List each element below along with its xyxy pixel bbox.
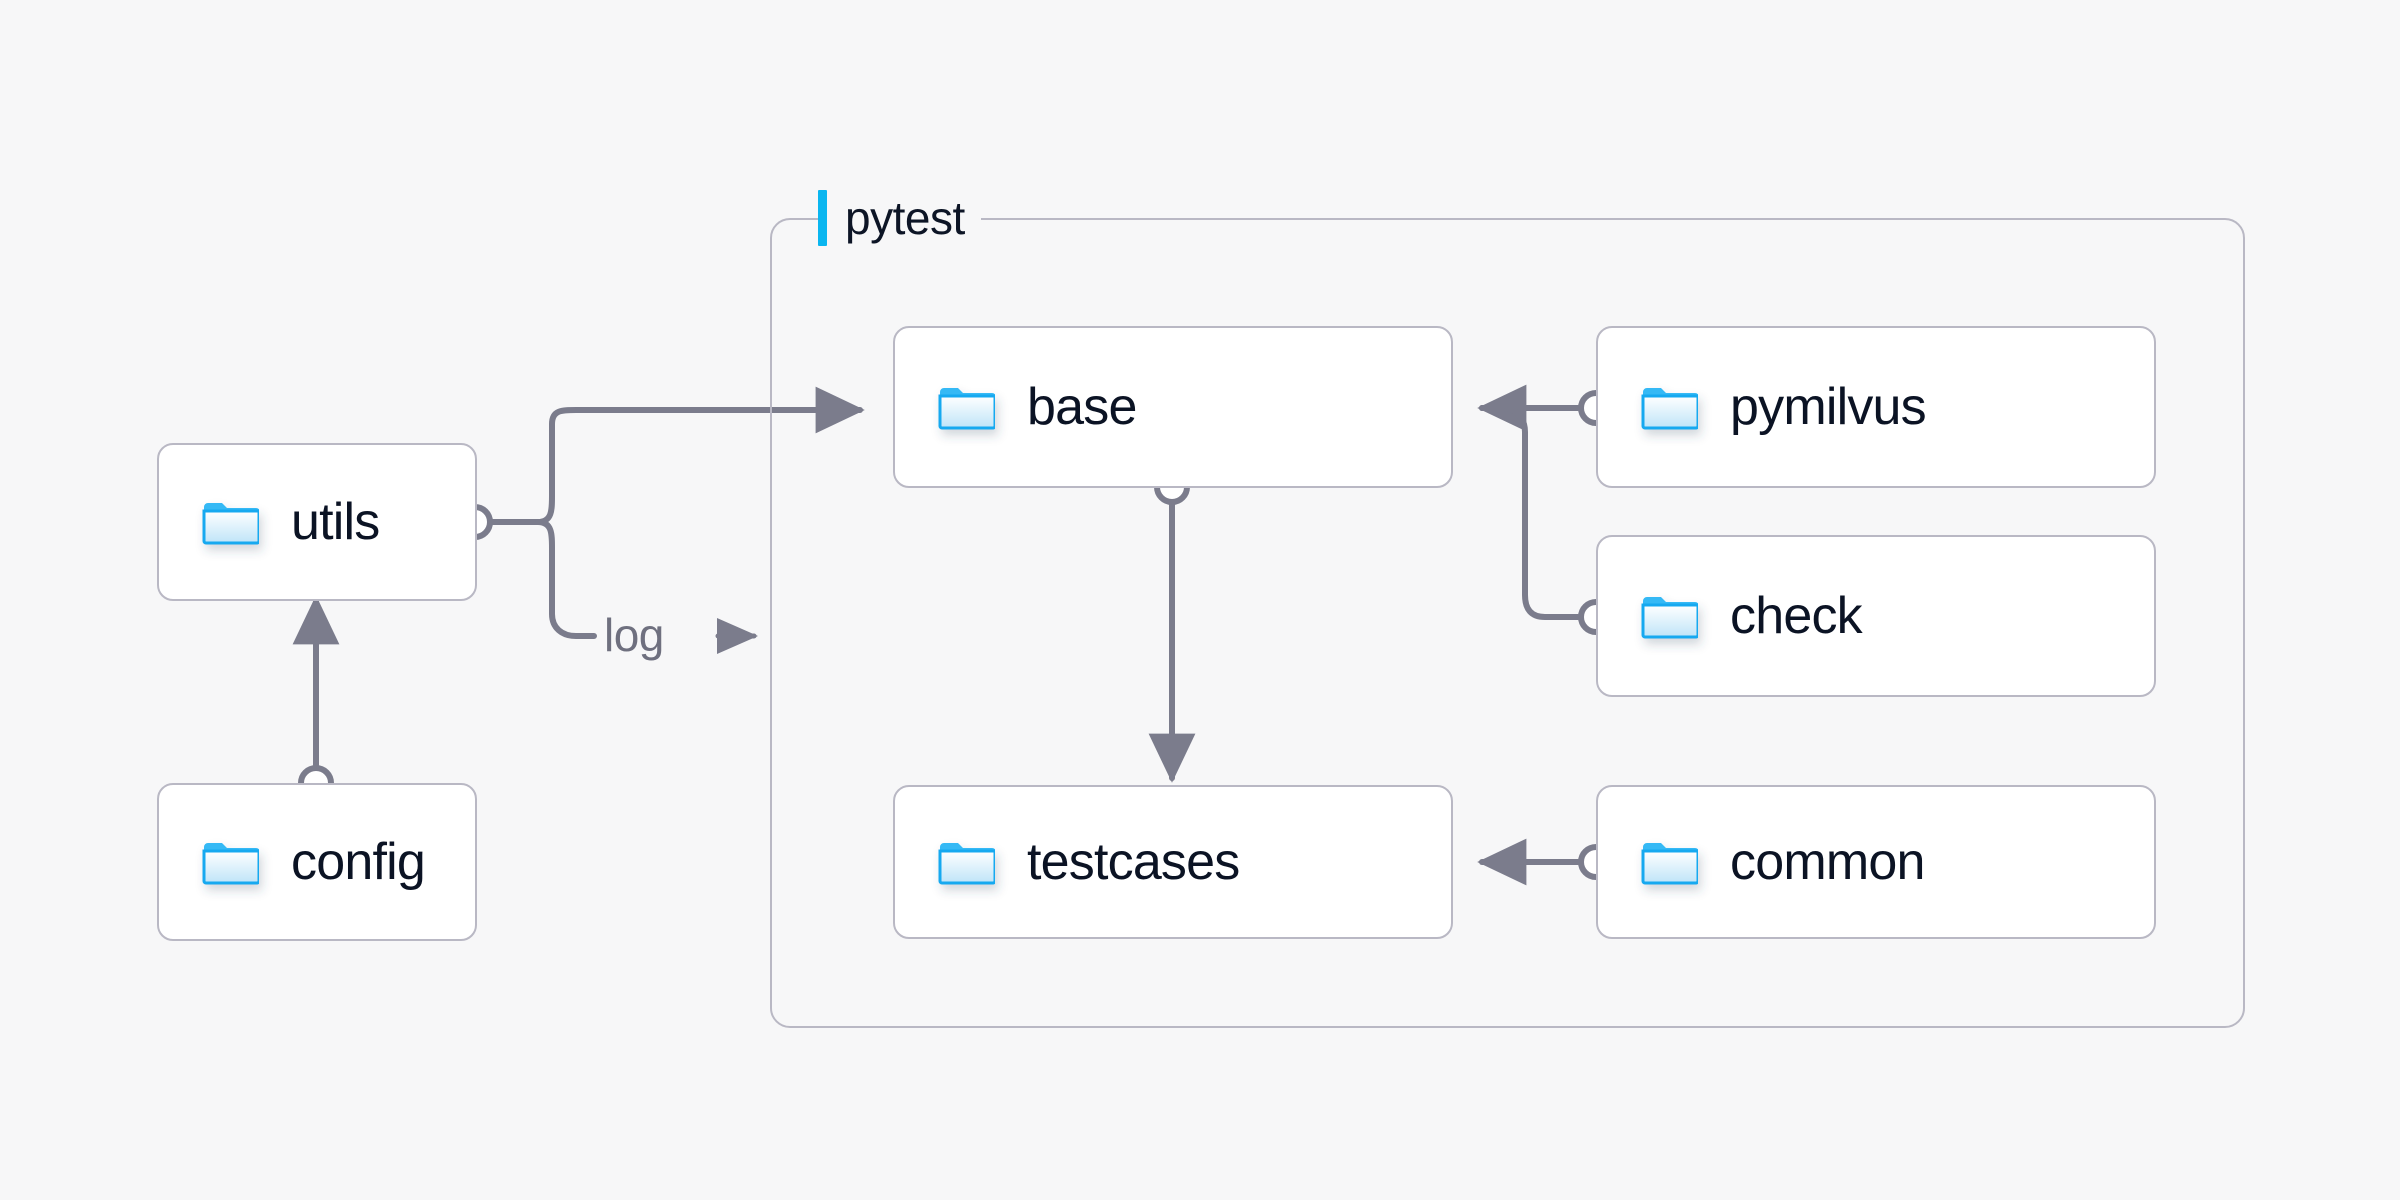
node-pymilvus[interactable]: pymilvus: [1596, 326, 2156, 488]
node-config-label: config: [291, 833, 426, 891]
folder-icon: [1641, 388, 1698, 430]
node-check-label: check: [1730, 587, 1863, 645]
node-base-label: base: [1027, 378, 1137, 436]
folder-icon: [202, 843, 259, 885]
node-pymilvus-label: pymilvus: [1730, 378, 1927, 436]
group-pytest[interactable]: [770, 218, 2245, 1028]
folder-icon: [1641, 843, 1698, 885]
edge-utils-log: [535, 519, 597, 639]
group-pytest-title-wrap: pytest: [818, 186, 981, 250]
folder-icon: [938, 843, 995, 885]
edge-label-log: log: [604, 609, 664, 661]
node-config[interactable]: config: [157, 783, 477, 941]
node-utils-label: utils: [291, 493, 380, 551]
node-testcases-label: testcases: [1027, 833, 1240, 891]
group-accent-bar: [818, 190, 827, 246]
folder-icon: [1641, 597, 1698, 639]
node-common[interactable]: common: [1596, 785, 2156, 939]
folder-icon: [938, 388, 995, 430]
node-testcases[interactable]: testcases: [893, 785, 1453, 939]
group-pytest-title: pytest: [845, 192, 965, 244]
node-base[interactable]: base: [893, 326, 1453, 488]
node-common-label: common: [1730, 833, 1925, 891]
folder-icon: [202, 503, 259, 545]
node-check[interactable]: check: [1596, 535, 2156, 697]
node-utils[interactable]: utils: [157, 443, 477, 601]
